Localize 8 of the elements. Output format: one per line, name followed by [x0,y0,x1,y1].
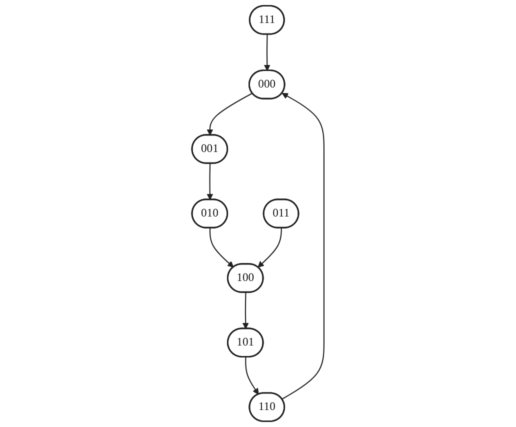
arrow [206,92,253,136]
arrow [206,163,214,200]
arrow [242,292,249,330]
arrow [258,228,282,268]
arrow [282,92,325,400]
arrow [209,228,234,268]
arrow [264,34,270,71]
arrow [245,357,259,395]
